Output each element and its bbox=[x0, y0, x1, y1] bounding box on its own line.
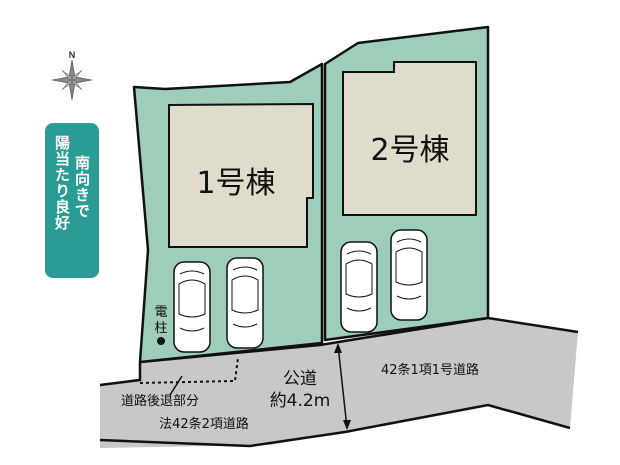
utility-pole-label: 柱 bbox=[154, 321, 167, 336]
lot-2-label: 2号棟 bbox=[370, 133, 449, 168]
sunlight-badge: 南向きで 陽当たり良好 bbox=[45, 123, 99, 278]
road-type-right-label: 42条1項1号道路 bbox=[381, 362, 479, 378]
car-icon bbox=[340, 241, 378, 333]
setback-label: 道路後退部分 bbox=[121, 393, 199, 409]
public-road-label: 公道 bbox=[283, 369, 317, 389]
lot-1-label: 1号棟 bbox=[196, 166, 275, 201]
compass-north-label: N bbox=[69, 50, 76, 60]
road-article-label: 法42条2項道路 bbox=[159, 416, 249, 432]
utility-pole-label: 電 bbox=[154, 305, 167, 320]
compass-rose-icon bbox=[51, 59, 93, 101]
road-area bbox=[99, 316, 579, 448]
car-icon bbox=[173, 261, 211, 353]
badge-line-2: 陽当たり良好 bbox=[53, 135, 71, 231]
utility-pole-icon bbox=[157, 337, 165, 345]
road-width-label: 約4.2m bbox=[270, 391, 331, 411]
parking-cars bbox=[173, 229, 428, 353]
badge-line-1: 南向きで bbox=[73, 155, 91, 219]
car-icon bbox=[226, 257, 264, 349]
car-icon bbox=[390, 229, 428, 321]
